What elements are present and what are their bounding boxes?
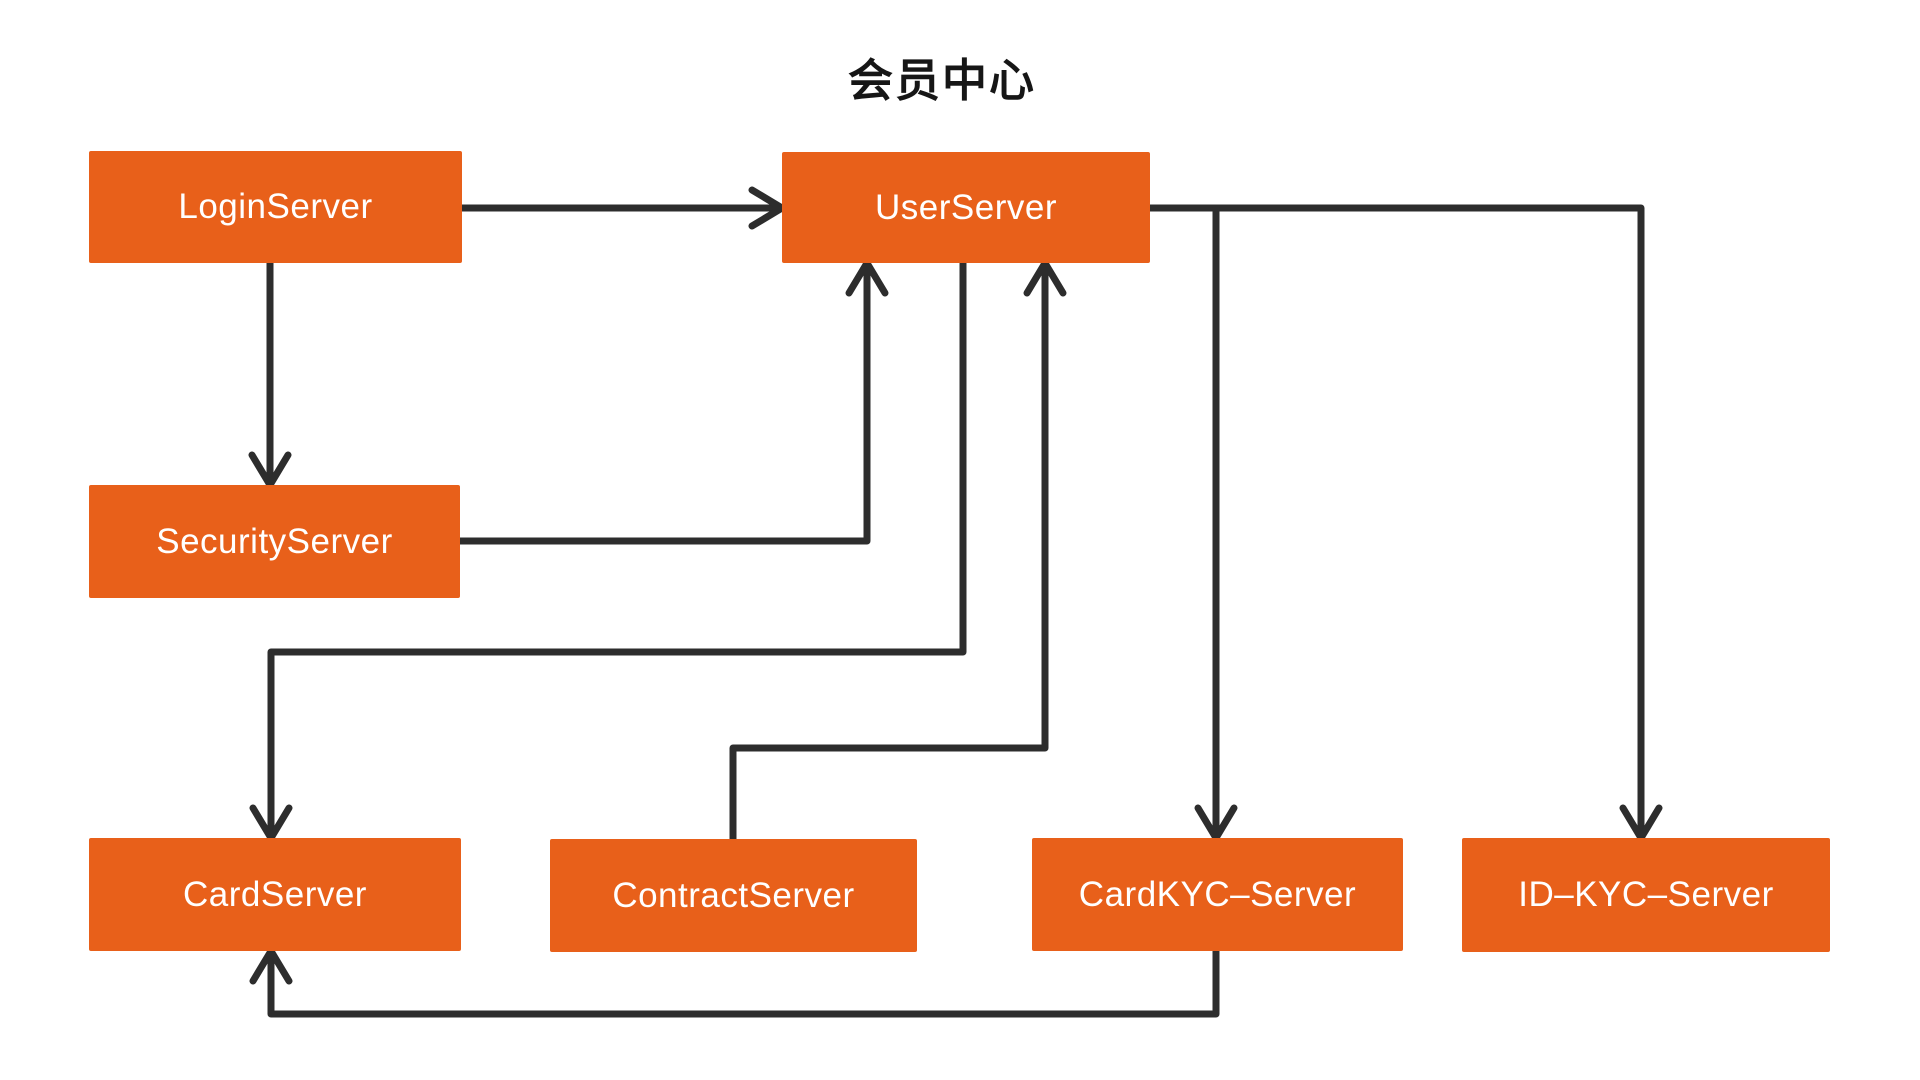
node-idkycserver-label: ID–KYC–Server xyxy=(1518,875,1774,914)
edge-loginserver-to-userserver xyxy=(458,186,786,230)
node-securityserver-label: SecurityServer xyxy=(156,521,393,561)
node-contractserver[interactable]: ContractServer xyxy=(550,839,917,952)
node-contractserver-label: ContractServer xyxy=(612,875,855,915)
edge-loginserver-to-securityserver xyxy=(248,259,292,489)
node-idkycserver[interactable]: ID–KYC–Server xyxy=(1462,838,1830,952)
node-cardserver-label: CardServer xyxy=(183,874,367,914)
node-cardkycserver[interactable]: CardKYC–Server xyxy=(1032,838,1403,951)
node-securityserver[interactable]: SecurityServer xyxy=(89,485,460,598)
node-cardserver[interactable]: CardServer xyxy=(89,838,461,951)
edge-cardkycserver-to-cardserver xyxy=(249,947,1220,1018)
diagram-title: 会员中心 xyxy=(847,55,1036,106)
edge-userserver-to-idkycserver xyxy=(1146,204,1663,842)
node-loginserver[interactable]: LoginServer xyxy=(89,151,462,263)
edge-contractserver-to-userserver xyxy=(729,259,1067,843)
edge-userserver-to-cardkycserver xyxy=(1194,204,1238,842)
node-cardkycserver-label: CardKYC–Server xyxy=(1078,874,1357,914)
node-userserver[interactable]: UserServer xyxy=(782,152,1150,263)
edge-securityserver-to-userserver xyxy=(456,259,889,545)
node-userserver-label: UserServer xyxy=(875,187,1057,227)
node-loginserver-label: LoginServer xyxy=(178,187,373,226)
